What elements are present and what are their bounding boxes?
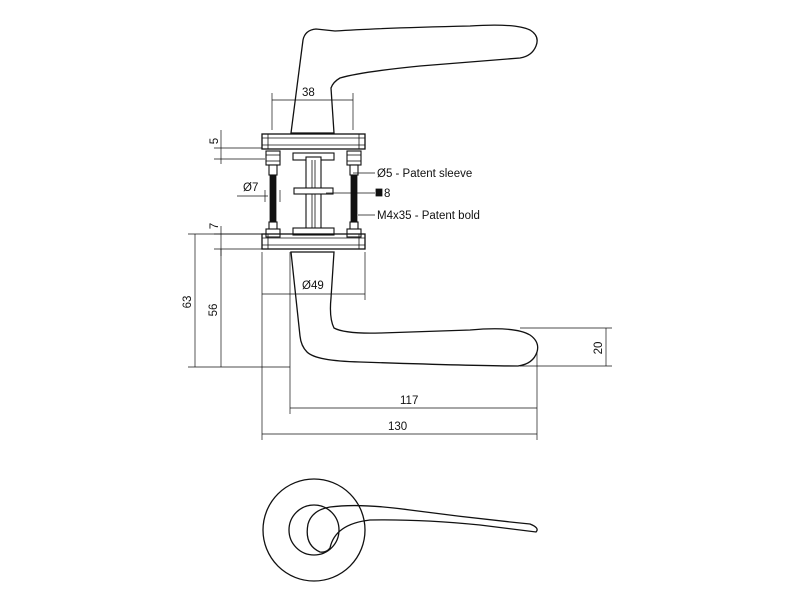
dim-130-label: 130 bbox=[388, 421, 407, 433]
rose-inner-circle bbox=[288, 504, 340, 556]
upper-rose-plate bbox=[261, 133, 366, 150]
top-view-handle bbox=[262, 478, 538, 582]
dim-20-label: 20 bbox=[593, 342, 605, 355]
callout-patent-sleeve: Ø5 - Patent sleeve bbox=[377, 168, 472, 180]
dim-d49-label: Ø49 bbox=[302, 280, 324, 292]
dim-7-label: 7 bbox=[209, 223, 221, 229]
callout-patent-bolt: M4x35 - Patent bold bbox=[377, 210, 480, 222]
lever-top-profile bbox=[306, 504, 538, 553]
rose-outer-circle bbox=[262, 478, 366, 582]
lower-rose-plate bbox=[261, 233, 366, 250]
lower-lever-handle bbox=[290, 251, 539, 367]
upper-screw-nut-right bbox=[346, 150, 362, 176]
dim-38-label: 38 bbox=[302, 87, 315, 99]
spindle-sleeve bbox=[292, 152, 335, 236]
dim-56-label: 56 bbox=[208, 304, 220, 317]
callout-spindle-size: 8 bbox=[384, 188, 390, 200]
lower-screw-nut-left bbox=[265, 221, 281, 238]
square-spindle-icon bbox=[375, 188, 383, 197]
dim-117-label: 117 bbox=[400, 395, 418, 407]
bolt-right bbox=[350, 174, 358, 228]
upper-lever-handle bbox=[290, 24, 538, 134]
upper-screw-nut-left bbox=[265, 150, 281, 176]
bolt-left bbox=[269, 174, 277, 228]
lower-screw-nut-right bbox=[346, 221, 362, 238]
dim-d7-label: Ø7 bbox=[243, 182, 258, 194]
dim-63-label: 63 bbox=[182, 296, 194, 309]
dim-5-label: 5 bbox=[209, 138, 221, 144]
dimension-lines bbox=[188, 93, 612, 440]
